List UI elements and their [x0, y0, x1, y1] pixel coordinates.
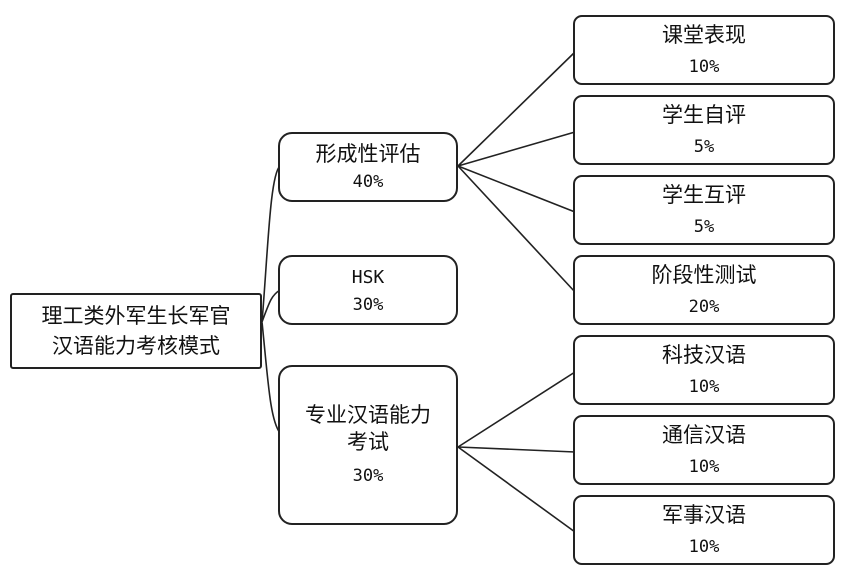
leaf-stage-test: 阶段性测试 20%: [573, 255, 835, 325]
root-title-line2: 汉语能力考核模式: [52, 334, 220, 358]
branch-label-line2: 考试: [347, 430, 389, 454]
leaf-label: 通信汉语: [662, 422, 746, 447]
leaf-self-evaluation: 学生自评 5%: [573, 95, 835, 165]
leaf-percent: 10%: [688, 456, 720, 477]
leaf-sci-tech-chinese: 科技汉语 10%: [573, 335, 835, 405]
connector-formative-leaves: [457, 51, 576, 293]
leaf-peer-evaluation: 学生互评 5%: [573, 175, 835, 245]
root-node: 理工类外军生长军官 汉语能力考核模式: [10, 293, 262, 369]
leaf-classroom-performance: 课堂表现 10%: [573, 15, 835, 85]
branch-formative-assessment: 形成性评估 40%: [278, 132, 458, 202]
branch-professional-exam: 专业汉语能力 考试 30%: [278, 365, 458, 525]
leaf-percent: 5%: [693, 216, 715, 237]
leaf-label: 学生自评: [662, 102, 746, 127]
leaf-label: 阶段性测试: [651, 262, 757, 287]
leaf-military-chinese: 军事汉语 10%: [573, 495, 835, 565]
leaf-percent: 10%: [688, 56, 720, 77]
leaf-label: 科技汉语: [662, 342, 746, 367]
root-title-line1: 理工类外军生长军官: [41, 304, 231, 328]
leaf-label: 军事汉语: [662, 502, 746, 527]
leaf-percent: 20%: [688, 296, 720, 317]
leaf-label: 课堂表现: [662, 22, 746, 47]
branch-percent: 40%: [352, 171, 384, 192]
connector-professional-leaves: [457, 371, 576, 533]
leaf-percent: 10%: [688, 376, 720, 397]
branch-percent: 30%: [352, 294, 384, 315]
branch-label: 形成性评估: [315, 141, 421, 166]
leaf-communication-chinese: 通信汉语 10%: [573, 415, 835, 485]
branch-label-line1: 专业汉语能力: [305, 403, 431, 427]
leaf-label: 学生互评: [662, 182, 746, 207]
leaf-percent: 10%: [688, 536, 720, 557]
branch-label: HSK: [351, 266, 385, 288]
branch-percent: 30%: [352, 466, 384, 486]
branch-hsk: HSK 30%: [278, 255, 458, 325]
leaf-percent: 5%: [693, 136, 715, 157]
